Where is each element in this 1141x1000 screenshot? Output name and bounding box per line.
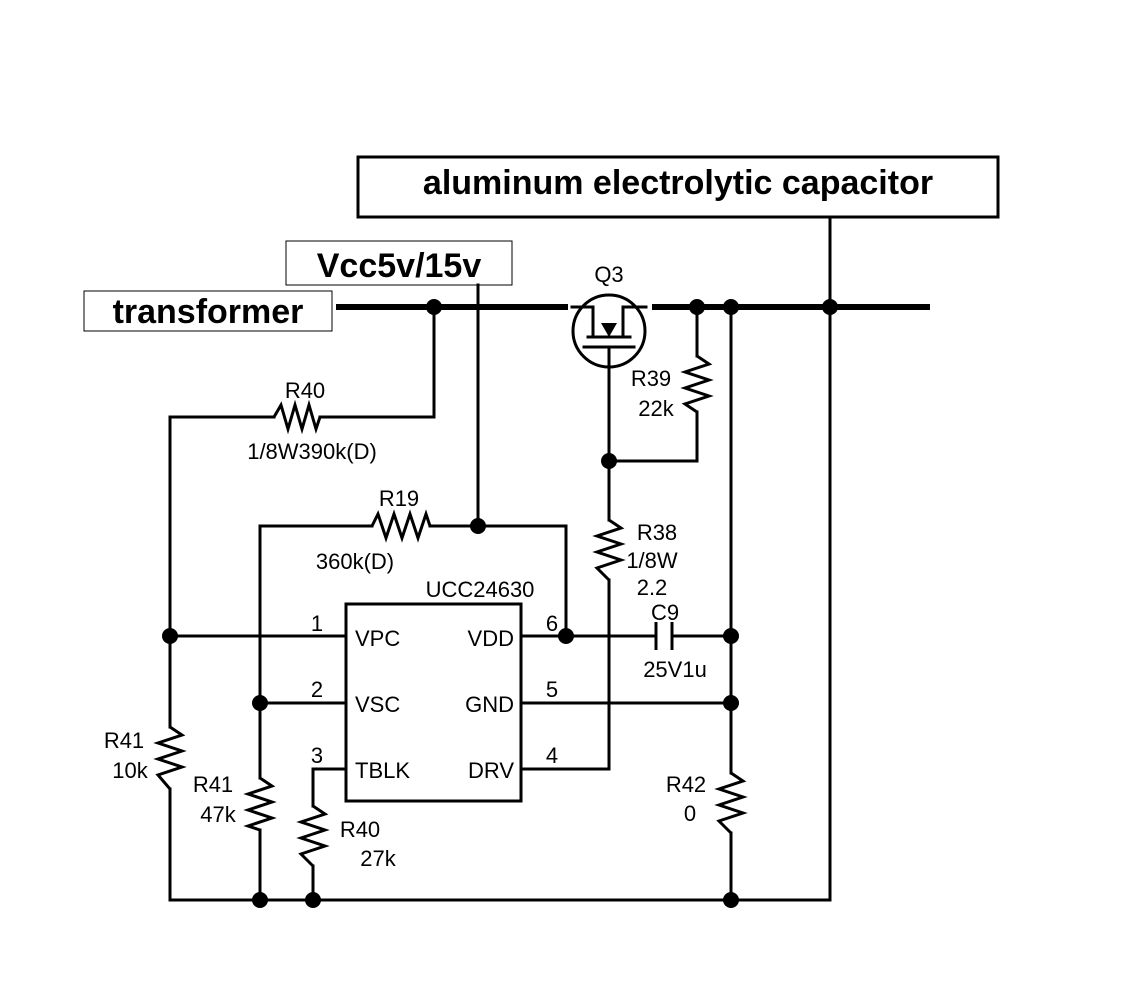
r38-value: 2.2	[637, 575, 668, 600]
ic-ucc24630	[344, 602, 523, 803]
ic-pin-num: 4	[546, 743, 558, 768]
r39-ref: R39	[631, 366, 671, 391]
r42-value: 0	[684, 801, 696, 826]
ic-pin-num: 2	[311, 677, 323, 702]
r41-left-ref: R41	[104, 728, 144, 753]
ic-name: UCC24630	[426, 577, 535, 602]
vcc-label: Vcc5v/15v	[317, 247, 482, 285]
ic-pin-num: 5	[546, 677, 558, 702]
junction-dots	[162, 299, 838, 908]
ic-pin-name: VSC	[355, 692, 400, 717]
c9-ref: C9	[651, 600, 679, 625]
c9-value: 25V1u	[643, 657, 707, 682]
r19-ref: R19	[379, 486, 419, 511]
r41-mid-value: 47k	[200, 802, 236, 827]
transformer-label-box: transformer	[83, 290, 333, 332]
ic-pin-num: 6	[546, 611, 558, 636]
r39-value: 22k	[638, 396, 674, 421]
r40-bottom-ref: R40	[340, 817, 380, 842]
r40-bottom-value: 27k	[360, 846, 396, 871]
r40-top-resistor	[272, 399, 322, 435]
r38-rating: 1/8W	[626, 548, 678, 573]
wires	[168, 215, 832, 902]
r41-mid-resistor	[243, 776, 277, 832]
r40-top-value: 1/8W390k(D)	[247, 439, 377, 464]
ic-pin-name: GND	[465, 692, 514, 717]
r41-left-resistor	[153, 725, 187, 790]
r39-resistor	[680, 354, 714, 414]
transformer-label: transformer	[113, 293, 304, 331]
r41-mid-ref: R41	[193, 772, 233, 797]
ic-pin-num: 1	[311, 611, 323, 636]
q3-ref: Q3	[594, 262, 623, 287]
r42-ref: R42	[666, 772, 706, 797]
ic-pin-name: DRV	[468, 758, 514, 783]
r19-value: 360k(D)	[316, 549, 394, 574]
q3-mosfet	[570, 293, 648, 369]
ic-pin-name: VDD	[468, 626, 514, 651]
r41-left-value: 10k	[112, 758, 148, 783]
ic-pin-num: 3	[311, 743, 323, 768]
r38-resistor	[592, 518, 626, 582]
r40-top-ref: R40	[285, 378, 325, 403]
c9-capacitor	[654, 622, 674, 650]
aluminum-capacitor-label-box: aluminum electrolytic capacitor	[356, 155, 1000, 219]
r40-bottom-resistor	[296, 804, 330, 868]
r42-resistor	[714, 771, 748, 835]
aluminum-capacitor-label: aluminum electrolytic capacitor	[423, 164, 933, 202]
r19-resistor	[370, 509, 432, 543]
r38-ref: R38	[637, 520, 677, 545]
ic-pin-name: VPC	[355, 626, 400, 651]
ic-pin-name: TBLK	[355, 758, 410, 783]
vcc-label-box: Vcc5v/15v	[285, 240, 513, 286]
